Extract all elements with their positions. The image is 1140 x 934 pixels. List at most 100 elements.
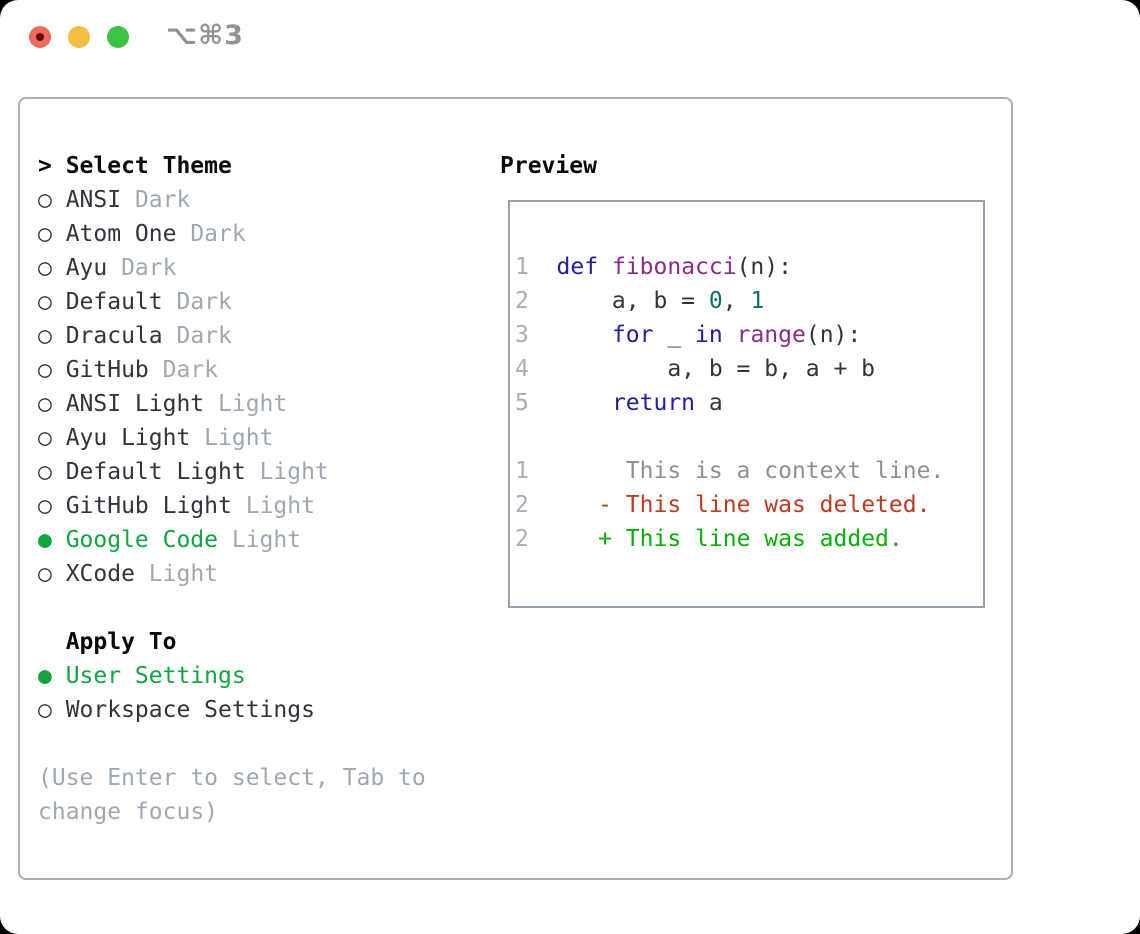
preview-header: Preview bbox=[500, 153, 597, 179]
theme-name: Google Code bbox=[65, 527, 232, 553]
line-number: 2 bbox=[515, 492, 529, 518]
theme-name: Ayu bbox=[65, 255, 122, 281]
code-token: , bbox=[722, 288, 751, 314]
radio-unselected-icon: ○ bbox=[38, 697, 52, 723]
code-token: (n): bbox=[736, 254, 792, 280]
code-token: _ bbox=[653, 322, 696, 348]
radio-selected-icon: ● bbox=[38, 663, 52, 689]
radio-unselected-icon: ○ bbox=[38, 391, 52, 417]
theme-name: GitHub bbox=[65, 357, 163, 383]
theme-name: ANSI bbox=[65, 187, 135, 213]
radio-unselected-icon: ○ bbox=[38, 289, 52, 315]
diff-block: 1 This is a context line. 2 - This line w… bbox=[515, 454, 983, 556]
code-token bbox=[557, 390, 612, 416]
code-token: def bbox=[556, 254, 599, 280]
theme-name: ANSI Light bbox=[65, 391, 219, 417]
radio-selected-icon: ● bbox=[38, 527, 52, 553]
theme-variant-label: Light bbox=[148, 561, 219, 587]
code-token bbox=[557, 322, 612, 348]
theme-option-ansi-light[interactable]: ○ANSI Light Light bbox=[38, 387, 462, 421]
theme-variant-label: Light bbox=[259, 459, 329, 485]
theme-option-dracula[interactable]: ○ Dracula Dark bbox=[38, 319, 462, 353]
theme-option-google-code[interactable]: ● Google Code Light bbox=[38, 523, 462, 557]
radio-unselected-icon: ○ bbox=[38, 425, 52, 451]
diff-gap bbox=[529, 458, 626, 484]
diff-line-deleted: 2 - This line was deleted. bbox=[515, 488, 983, 522]
theme-option-default[interactable]: ○ Default Dark bbox=[38, 285, 462, 319]
theme-variant-label: Light bbox=[231, 527, 302, 553]
code-line: 4 a, b = b, a + b bbox=[515, 352, 983, 386]
minimize-button[interactable] bbox=[68, 26, 90, 48]
line-number: 5 bbox=[515, 390, 529, 416]
theme-option-github[interactable]: ○GitHub Dark bbox=[38, 353, 462, 387]
diff-gap bbox=[529, 526, 598, 552]
theme-option-ayu[interactable]: ○Ayu Dark bbox=[38, 251, 462, 285]
code-gap bbox=[529, 390, 557, 416]
focus-caret-icon: > bbox=[38, 153, 52, 179]
diff-line-added: 2 + This line was added. bbox=[515, 522, 983, 556]
close-button[interactable] bbox=[29, 26, 51, 48]
code-token bbox=[598, 254, 612, 280]
theme-selector-column: > Select Theme ○ ANSI Dark ○ Atom One Dark ○ A… bbox=[38, 149, 462, 829]
apply-to-header: Apply To bbox=[65, 629, 177, 655]
code-line: 2 a, b = 0, 1 bbox=[515, 284, 983, 318]
code-gap bbox=[529, 254, 557, 280]
code-gap bbox=[529, 356, 557, 382]
theme-variant-label: Light bbox=[204, 425, 274, 451]
theme-list: ○ ANSI Dark ○ Atom One Dark ○ Ayu Dark ○ Defaul… bbox=[38, 183, 462, 591]
code-line: 3 for _ in range(n): bbox=[515, 318, 983, 352]
apply-to-list: ●User Settings○Workspace Settings bbox=[38, 659, 462, 727]
theme-name: Default Light bbox=[65, 459, 260, 485]
line-number: 2 bbox=[515, 526, 529, 552]
select-theme-header-label: Select Theme bbox=[65, 153, 232, 179]
radio-unselected-icon: ○ bbox=[38, 459, 52, 485]
theme-variant-label: Dark bbox=[176, 323, 232, 349]
apply-option-workspace-settings[interactable]: ○Workspace Settings bbox=[38, 693, 462, 727]
theme-name: Atom One bbox=[65, 221, 191, 247]
diff-text: - This line was deleted. bbox=[598, 492, 931, 518]
radio-unselected-icon: ○ bbox=[38, 221, 52, 247]
code-token: for bbox=[611, 322, 654, 348]
apply-option-user-settings[interactable]: ●User Settings bbox=[38, 659, 462, 693]
theme-option-default-light[interactable]: ○ Default Light Light bbox=[38, 455, 462, 489]
theme-option-xcode[interactable]: ○XCode Light bbox=[38, 557, 462, 591]
line-number: 1 bbox=[515, 254, 529, 280]
traffic-lights bbox=[29, 26, 129, 48]
code-token: a bbox=[695, 390, 723, 416]
theme-option-ansi[interactable]: ○ ANSI Dark bbox=[38, 183, 462, 217]
code-token: 1 bbox=[750, 288, 765, 314]
theme-variant-label: Dark bbox=[134, 187, 191, 213]
code-token bbox=[723, 322, 737, 348]
theme-option-github-light[interactable]: ○ GitHub Light Light bbox=[38, 489, 462, 523]
theme-option-atom-one[interactable]: ○Atom One Dark bbox=[38, 217, 462, 251]
code-token: (n): bbox=[805, 322, 862, 348]
code-token: range bbox=[736, 322, 806, 348]
radio-unselected-icon: ○ bbox=[38, 323, 52, 349]
radio-unselected-icon: ○ bbox=[38, 255, 52, 281]
theme-name: GitHub Light bbox=[65, 493, 246, 519]
line-number: 1 bbox=[515, 458, 529, 484]
zoom-button[interactable] bbox=[107, 26, 129, 48]
theme-name: Dracula bbox=[65, 323, 177, 349]
code-token: 0 bbox=[708, 288, 723, 314]
code-token: fibonacci bbox=[611, 254, 737, 280]
theme-option-ayu-light[interactable]: ○ Ayu Light Light bbox=[38, 421, 462, 455]
radio-unselected-icon: ○ bbox=[38, 493, 52, 519]
theme-variant-label: Light bbox=[245, 493, 315, 519]
theme-name: Ayu Light bbox=[65, 425, 205, 451]
code-token: a, b = bbox=[556, 288, 709, 314]
theme-variant-label: Dark bbox=[176, 289, 232, 315]
theme-name: Default bbox=[65, 289, 177, 315]
code-line: 1 def fibonacci(n): bbox=[515, 250, 983, 284]
radio-unselected-icon: ○ bbox=[38, 357, 52, 383]
code-gap bbox=[529, 322, 557, 348]
theme-name: XCode bbox=[65, 561, 149, 587]
radio-unselected-icon: ○ bbox=[38, 187, 52, 213]
line-number: 3 bbox=[515, 322, 529, 348]
diff-text: This is a context line. bbox=[625, 458, 945, 484]
diff-text: + This line was added. bbox=[598, 526, 903, 552]
code-gap bbox=[529, 288, 557, 314]
